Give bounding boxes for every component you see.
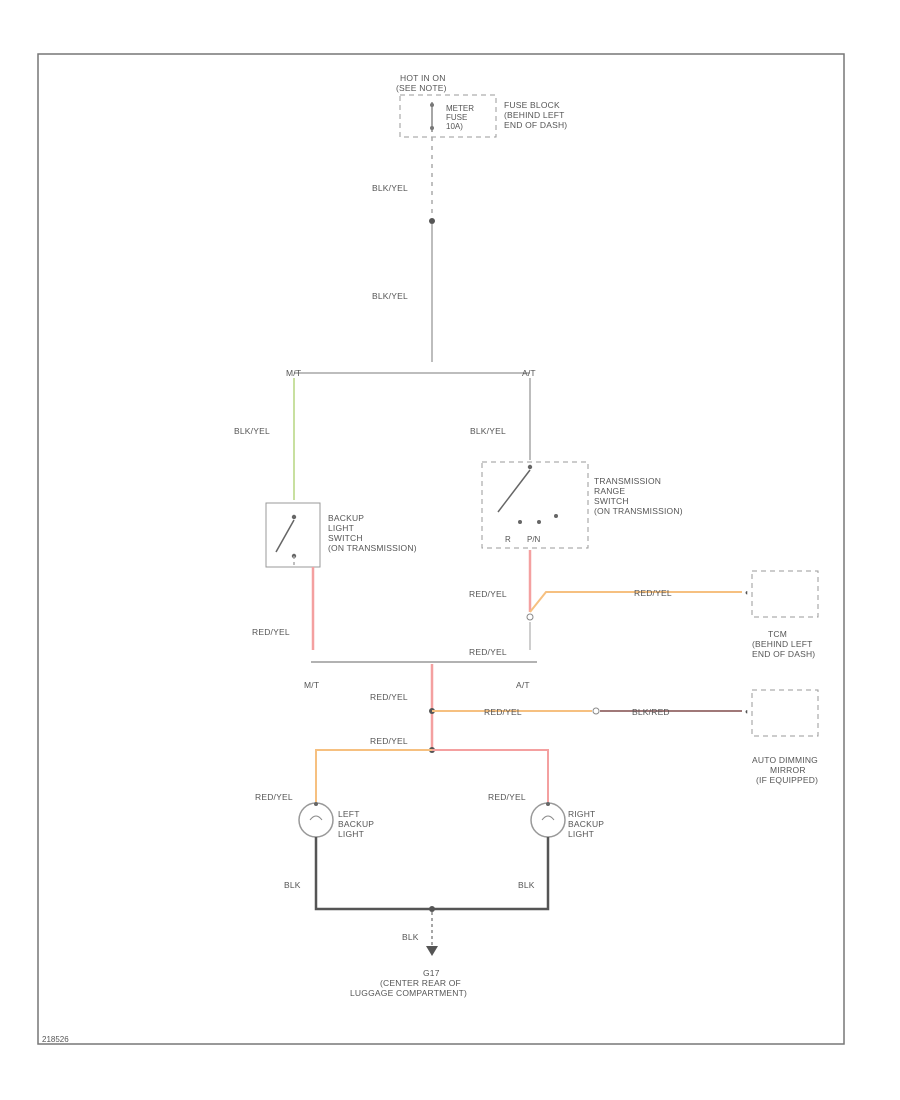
- wire-label-right-lamp: RED/YEL: [488, 792, 526, 802]
- wire-label-at: BLK/YEL: [470, 426, 506, 436]
- trans-switch-label-4: (ON TRANSMISSION): [594, 506, 683, 516]
- splice-top: [429, 218, 435, 224]
- backup-switch-label-2: LIGHT: [328, 523, 354, 533]
- trans-switch-label-3: SWITCH: [594, 496, 629, 506]
- backup-switch-terminal-top: [291, 514, 297, 520]
- mirror-connector: [592, 707, 600, 715]
- wire-label-tcm: RED/YEL: [634, 588, 672, 598]
- trans-switch-contact-3: [554, 514, 558, 518]
- left-lamp-label-1: LEFT: [338, 809, 360, 819]
- left-lamp-terminal: [314, 802, 318, 806]
- splice-ground: [429, 906, 435, 912]
- tcm-label-2: (BEHIND LEFT: [752, 639, 813, 649]
- mirror-box: [751, 689, 819, 737]
- wire-label-gnd-right: BLK: [518, 880, 535, 890]
- mirror-label-2: MIRROR: [770, 765, 806, 775]
- trans-switch-terminal-top: [527, 464, 533, 470]
- right-lamp-terminal: [546, 802, 550, 806]
- wire-label-top2: BLK/YEL: [372, 291, 408, 301]
- ground-label-1: (CENTER REAR OF: [380, 978, 461, 988]
- tcm-label-3: END OF DASH): [752, 649, 815, 659]
- wire-label-top1: BLK/YEL: [372, 183, 408, 193]
- trans-switch-contact-1: [518, 520, 522, 524]
- wire-label-mirror-a: RED/YEL: [484, 707, 522, 717]
- left-lamp-bulb: [298, 802, 334, 838]
- wire-label-center1: RED/YEL: [370, 692, 408, 702]
- ground-id: G17: [423, 968, 440, 978]
- fuse-name-2: FUSE: [446, 113, 467, 122]
- tcm-label-1: TCM: [768, 629, 787, 639]
- right-lamp-bulb: [530, 802, 566, 838]
- fuse-terminal-bottom: [430, 126, 434, 130]
- wire-label-red-at: RED/YEL: [469, 589, 507, 599]
- fuse-location-3: END OF DASH): [504, 120, 567, 130]
- fuse-terminal-top: [430, 103, 434, 107]
- right-lamp-label-1: RIGHT: [568, 809, 595, 819]
- trans-switch-label-1: TRANSMISSION: [594, 476, 661, 486]
- mirror-label-1: AUTO DIMMING: [752, 755, 818, 765]
- trans-switch-contact-2: [537, 520, 541, 524]
- power-label-2: (SEE NOTE): [396, 83, 447, 93]
- wire-label-mirror-b: BLK/RED: [632, 707, 670, 717]
- left-lamp-label-2: BACKUP: [338, 819, 374, 829]
- mirror-label-3: (IF EQUIPPED): [756, 775, 818, 785]
- wire-right-lamp: [432, 749, 549, 802]
- ground-label-2: LUGGAGE COMPARTMENT): [350, 988, 467, 998]
- wire-tcm: [529, 591, 742, 613]
- right-lamp-label-3: LIGHT: [568, 829, 594, 839]
- wire-ground-right: [432, 837, 550, 911]
- backup-switch-label-4: (ON TRANSMISSION): [328, 543, 417, 553]
- wire-ground-left: [314, 837, 432, 911]
- backup-switch-label-3: SWITCH: [328, 533, 363, 543]
- fuse-name-1: METER: [446, 104, 474, 113]
- trans-switch-box: [481, 461, 589, 549]
- mirror-terminal: ◖: [744, 707, 749, 716]
- trans-switch-pos-pn: P/N: [527, 535, 541, 544]
- tcm-box: [751, 570, 819, 618]
- wire-label-left-lamp: RED/YEL: [255, 792, 293, 802]
- fuse-location-2: (BEHIND LEFT: [504, 110, 565, 120]
- ground-symbol-icon: [426, 946, 438, 956]
- fuse-block-box: [399, 94, 497, 138]
- backup-switch-label-1: BACKUP: [328, 513, 364, 523]
- branch-label-at-top: A/T: [522, 368, 536, 378]
- wire-label-center2: RED/YEL: [370, 736, 408, 746]
- branch-label-mt-bot: M/T: [304, 680, 319, 690]
- wire-label-red-at2: RED/YEL: [469, 647, 507, 657]
- wire-label-gnd: BLK: [402, 932, 419, 942]
- backup-switch-box: [265, 502, 321, 568]
- right-lamp-filament: [541, 815, 555, 821]
- left-lamp-label-3: LIGHT: [338, 829, 364, 839]
- right-lamp-label-2: BACKUP: [568, 819, 604, 829]
- branch-label-at-bot: A/T: [516, 680, 530, 690]
- diagram-frame: [37, 53, 845, 1045]
- trans-switch-pos-r: R: [505, 535, 511, 544]
- left-lamp-filament: [309, 815, 323, 821]
- trans-switch-label-2: RANGE: [594, 486, 625, 496]
- figure-code: 218526: [42, 1035, 69, 1044]
- wire-label-gnd-left: BLK: [284, 880, 301, 890]
- branch-label-mt-top: M/T: [286, 368, 301, 378]
- at-connector: [526, 613, 534, 621]
- wire-left-lamp: [315, 749, 432, 802]
- backup-switch-blade: [275, 519, 295, 553]
- wire-label-mt: BLK/YEL: [234, 426, 270, 436]
- tcm-terminal: ◖: [744, 588, 749, 597]
- fuse-name-3: 10A): [446, 122, 463, 131]
- fuse-location-1: FUSE BLOCK: [504, 100, 560, 110]
- wire-label-red-mt: RED/YEL: [252, 627, 290, 637]
- trans-switch-blade: [497, 469, 531, 513]
- power-label-1: HOT IN ON: [400, 73, 446, 83]
